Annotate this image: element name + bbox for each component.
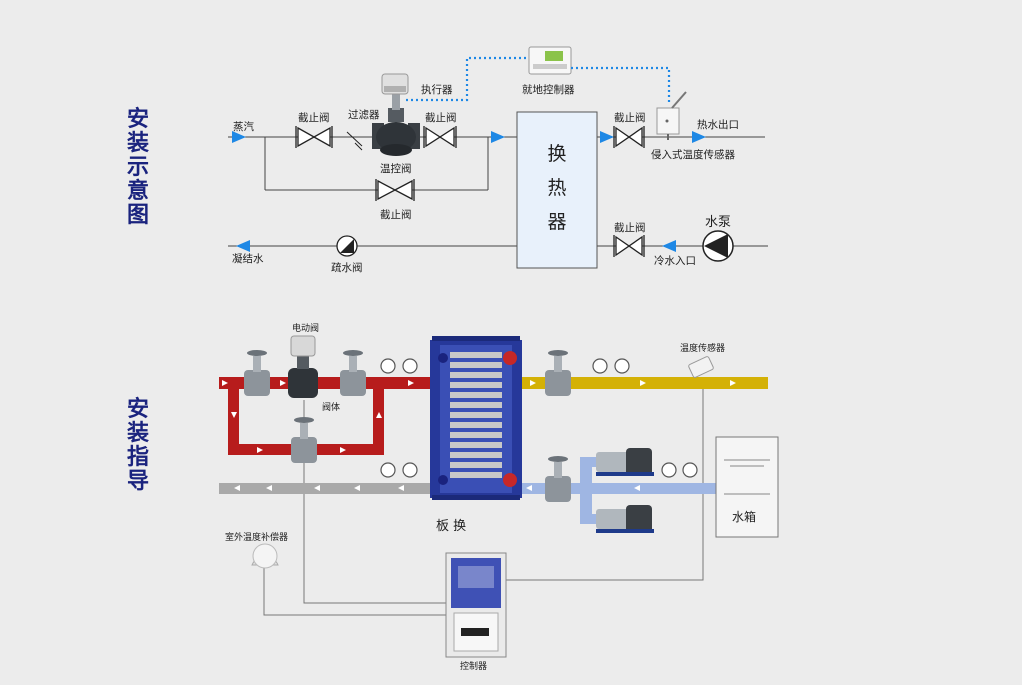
label-shutoff-1: 截止阀 — [298, 111, 330, 124]
wiring-lines — [263, 382, 704, 616]
label-drain-valve: 疏水阀 — [331, 261, 363, 274]
flow-arrows-top — [232, 131, 706, 252]
label-cold-water-in: 冷水入口 — [654, 254, 696, 267]
heat-exchanger-box — [516, 111, 598, 269]
heat-exchanger-label-3: 器 — [547, 211, 566, 233]
bypass-valve-icon — [375, 179, 415, 201]
shutoff-valve-out-icon — [613, 126, 645, 148]
label-filter: 过滤器 — [348, 108, 380, 121]
temp-sensor-icon — [688, 356, 714, 378]
heat-exchanger-label-2: 热 — [547, 177, 566, 199]
label-actuator: 执行器 — [421, 83, 453, 96]
shutoff-valve-in-icon — [613, 235, 645, 257]
local-controller-icon — [528, 46, 572, 75]
shutoff-valve-1-icon — [295, 126, 333, 148]
signal-lines — [406, 56, 671, 104]
bypass-globe-valve-icon — [291, 417, 317, 463]
water-tank — [715, 436, 779, 538]
label-outdoor-compensator: 室外温度补偿器 — [225, 531, 288, 543]
label-condensate: 凝结水 — [232, 252, 264, 265]
globe-valve-2-icon — [340, 350, 366, 396]
water-pump-icon — [702, 230, 734, 262]
section-title-guide: 安装指导 — [126, 397, 149, 494]
immersion-sensor-icon — [656, 91, 687, 140]
drain-valve-icon — [336, 235, 358, 257]
pump-lower-icon — [596, 505, 654, 533]
globe-valve-1-icon — [244, 350, 270, 396]
label-steam: 蒸汽 — [233, 120, 254, 133]
cold-water-pipes — [520, 457, 716, 524]
filter-icon — [346, 131, 363, 151]
label-local-controller: 就地控制器 — [522, 83, 575, 96]
label-hot-water-out: 热水出口 — [697, 118, 739, 131]
electric-valve-icon — [288, 335, 318, 398]
label-immersion-sensor: 侵入式温度传感器 — [651, 148, 735, 161]
label-shutoff-in: 截止阀 — [614, 221, 646, 234]
label-electric-valve: 电动阀 — [292, 322, 319, 334]
plate-heat-exchanger-icon — [430, 336, 522, 500]
return-pipe — [219, 483, 433, 494]
globe-valve-out-icon — [545, 350, 571, 396]
label-temp-sensor: 温度传感器 — [680, 342, 725, 354]
controller-cabinet-icon — [445, 552, 507, 658]
section-title-schematic: 安装示意图 — [126, 107, 149, 228]
label-controller: 控制器 — [460, 660, 487, 672]
globe-valve-in-icon — [545, 456, 571, 502]
label-plate-exchanger: 板 换 — [436, 519, 466, 534]
label-water-pump: 水泵 — [705, 215, 731, 230]
label-shutoff-out: 截止阀 — [614, 111, 646, 124]
shutoff-valve-2-icon — [423, 126, 457, 148]
label-bypass-valve: 截止阀 — [380, 208, 412, 221]
label-water-tank: 水箱 — [732, 509, 756, 524]
label-valve-body: 阀体 — [322, 401, 340, 413]
temp-control-valve-icon — [372, 73, 420, 156]
heat-exchanger-label-1: 换 — [547, 143, 566, 165]
pump-upper-icon — [596, 448, 654, 476]
outdoor-compensator-icon — [251, 543, 279, 569]
label-temp-control-valve: 温控阀 — [380, 162, 412, 175]
flow-arrows-bottom — [222, 380, 736, 491]
pressure-gauges — [380, 358, 698, 478]
label-shutoff-2: 截止阀 — [425, 111, 457, 124]
